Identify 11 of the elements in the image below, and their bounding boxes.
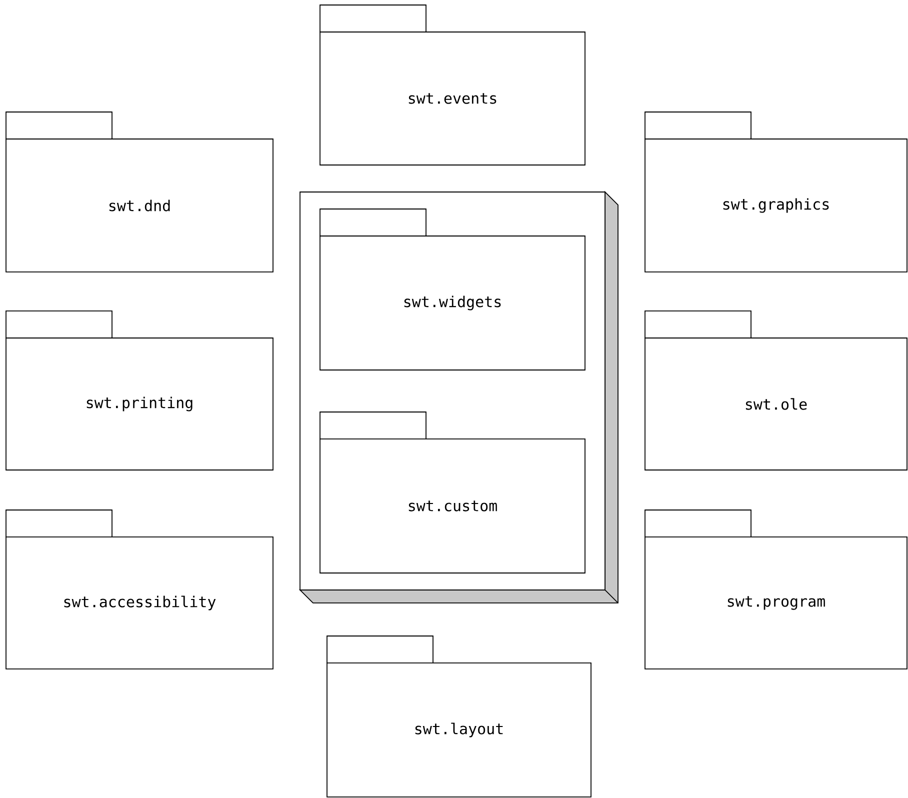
node-label: swt.program [728,596,825,610]
package-box: swt.widgets [320,208,586,370]
package-box: swt.graphics [644,112,908,272]
package-box: swt.ole [644,310,908,470]
package-box: swt.program [644,510,908,670]
package-box: swt.dnd [6,112,274,272]
package-box: swt.events [320,4,586,166]
package-box: swt.printing [6,310,274,470]
package-box: swt.layout [326,636,592,798]
package-box: swt.accessibility [6,510,274,670]
package-box: swt.custom [320,412,586,574]
